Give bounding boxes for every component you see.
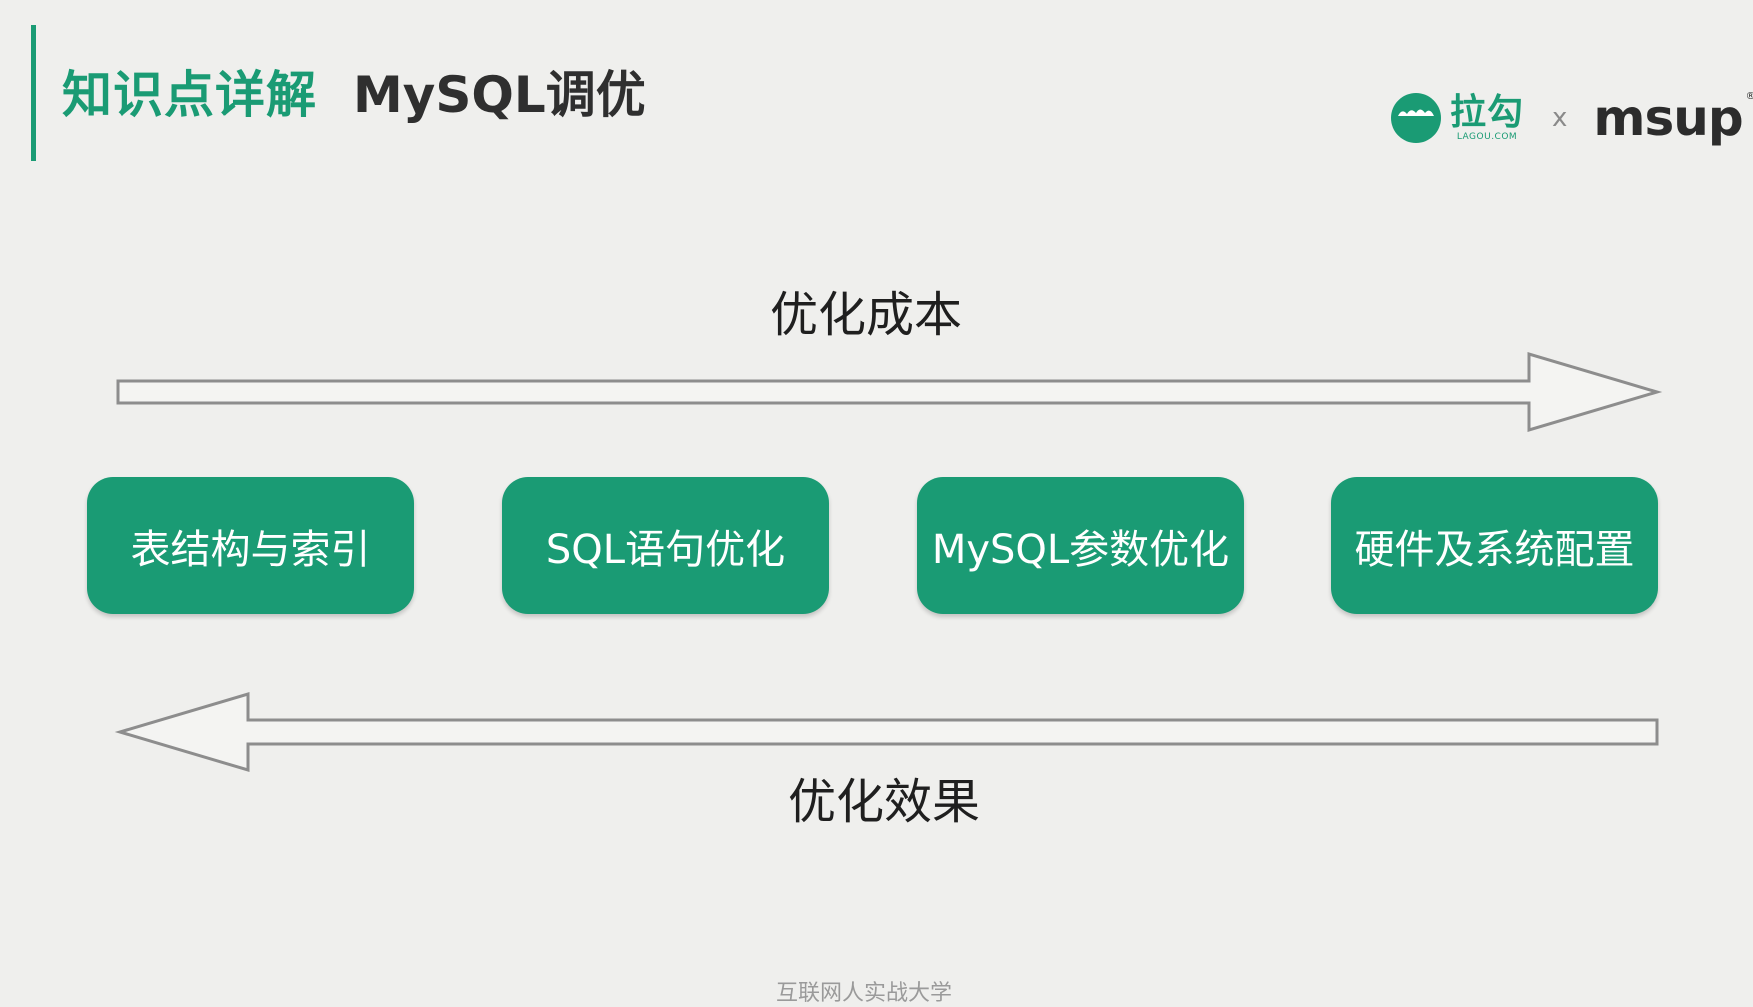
left-arrow — [114, 691, 1659, 773]
lagou-wordmark: 拉勾 LAGOU.COM — [1450, 91, 1525, 142]
lagou-en-text: LAGOU.COM — [1456, 131, 1518, 142]
msup-logo: msup ® — [1593, 89, 1753, 147]
step-table-structure-index: 表结构与索引 — [87, 477, 414, 614]
top-arrow-label: 优化成本 — [770, 287, 963, 343]
page-header: 知识点详解 MySQL调优 — [62, 56, 646, 126]
right-arrow — [116, 351, 1663, 433]
lagou-logo-icon — [1391, 93, 1441, 143]
registered-mark: ® — [1745, 91, 1753, 102]
header-accent-bar — [31, 25, 36, 161]
lagou-cn-text: 拉勾 — [1450, 91, 1525, 133]
step-sql-optimization: SQL语句优化 — [502, 477, 829, 614]
msup-text: msup — [1593, 89, 1743, 147]
bottom-arrow-label: 优化效果 — [788, 774, 981, 830]
footer-slogan: 互联网人实战大学 — [776, 981, 953, 1006]
page-title: MySQL调优 — [353, 66, 646, 124]
step-mysql-params: MySQL参数优化 — [917, 477, 1244, 614]
step-hardware-system: 硬件及系统配置 — [1331, 477, 1658, 614]
section-label: 知识点详解 — [62, 66, 317, 124]
partner-logos: 拉勾 LAGOU.COM x msup ® — [1390, 88, 1753, 148]
logo-separator: x — [1552, 103, 1568, 133]
